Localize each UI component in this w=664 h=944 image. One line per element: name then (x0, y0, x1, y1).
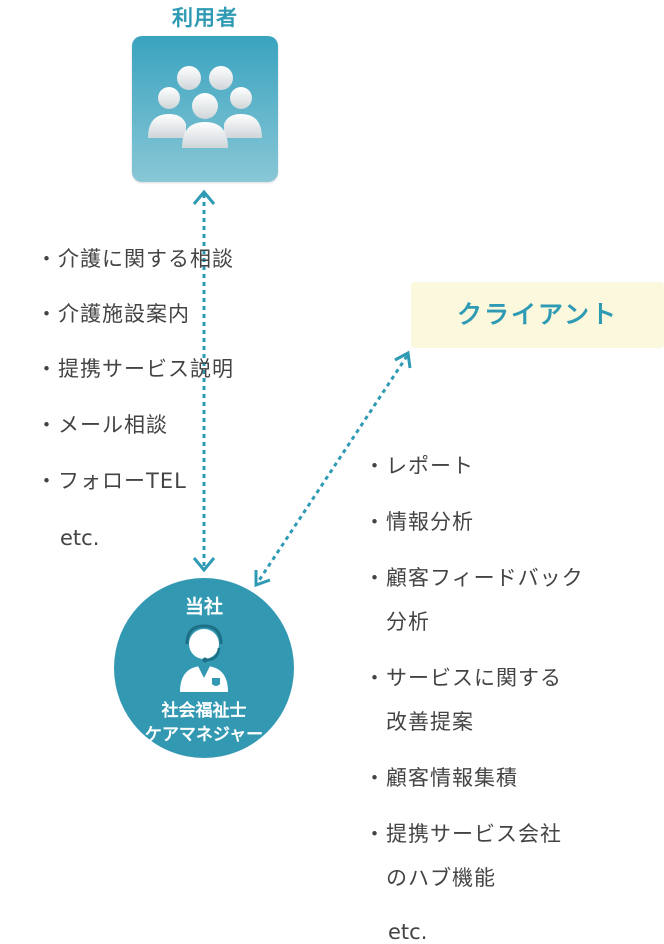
care-manager-headset-icon (180, 624, 228, 692)
company-title: 当社 (184, 596, 223, 618)
user-services-list: ・介護に関する相談 ・介護施設案内 ・提携サービス説明 ・メール相談 ・フォロー… (36, 237, 286, 567)
list-item: ・情報分析 (364, 500, 474, 544)
left-list-etc: etc. (60, 526, 100, 550)
user-box (132, 36, 278, 182)
bullet: ・ (36, 247, 58, 271)
list-item-continuation: 分析 (386, 610, 430, 634)
bullet: ・ (364, 666, 386, 690)
list-item: ・顧客フィードバック (364, 556, 584, 600)
arrowhead-company-icon (254, 570, 271, 588)
bullet: ・ (36, 302, 58, 326)
list-item: ・介護に関する相談 (36, 237, 234, 281)
list-item: ・サービスに関する (364, 656, 562, 700)
company-circle: 当社 社会福祉士 ケアマネジャー (114, 578, 294, 758)
bullet: ・ (36, 469, 58, 493)
bullet: ・ (36, 413, 58, 437)
company-role-line2: ケアマネジャー (144, 725, 264, 745)
client-company-connector (256, 355, 409, 583)
arrowhead-up-icon (192, 189, 216, 205)
list-item: ・顧客情報集積 (364, 756, 518, 800)
bullet: ・ (36, 357, 58, 381)
list-item: ・レポート (364, 444, 474, 488)
list-item-continuation: 改善提案 (386, 710, 474, 734)
list-item: ・提携サービス会社 (364, 812, 562, 856)
list-item: ・フォローTEL (36, 459, 187, 503)
bullet: ・ (364, 766, 386, 790)
list-item: ・メール相談 (36, 403, 168, 447)
client-label: クライアント (456, 300, 618, 329)
bullet: ・ (364, 822, 386, 846)
right-list-etc: etc. (388, 920, 428, 944)
user-title: 利用者 (172, 6, 238, 30)
bullet: ・ (364, 510, 386, 534)
company-role-line1: 社会福祉士 (161, 701, 247, 721)
group-of-people-icon (148, 66, 262, 148)
arrowhead-down-icon (192, 557, 216, 573)
bullet: ・ (364, 566, 386, 590)
arrowhead-client-icon (394, 350, 412, 369)
list-item: ・提携サービス説明 (36, 347, 234, 391)
list-item-continuation: のハブ機能 (386, 866, 496, 890)
client-box: クライアント (411, 282, 664, 348)
client-services-list: ・レポート ・情報分析 ・顧客フィードバック 分析 ・サービスに関する 改善提案… (364, 444, 654, 944)
bullet: ・ (364, 454, 386, 478)
list-item: ・介護施設案内 (36, 292, 190, 336)
